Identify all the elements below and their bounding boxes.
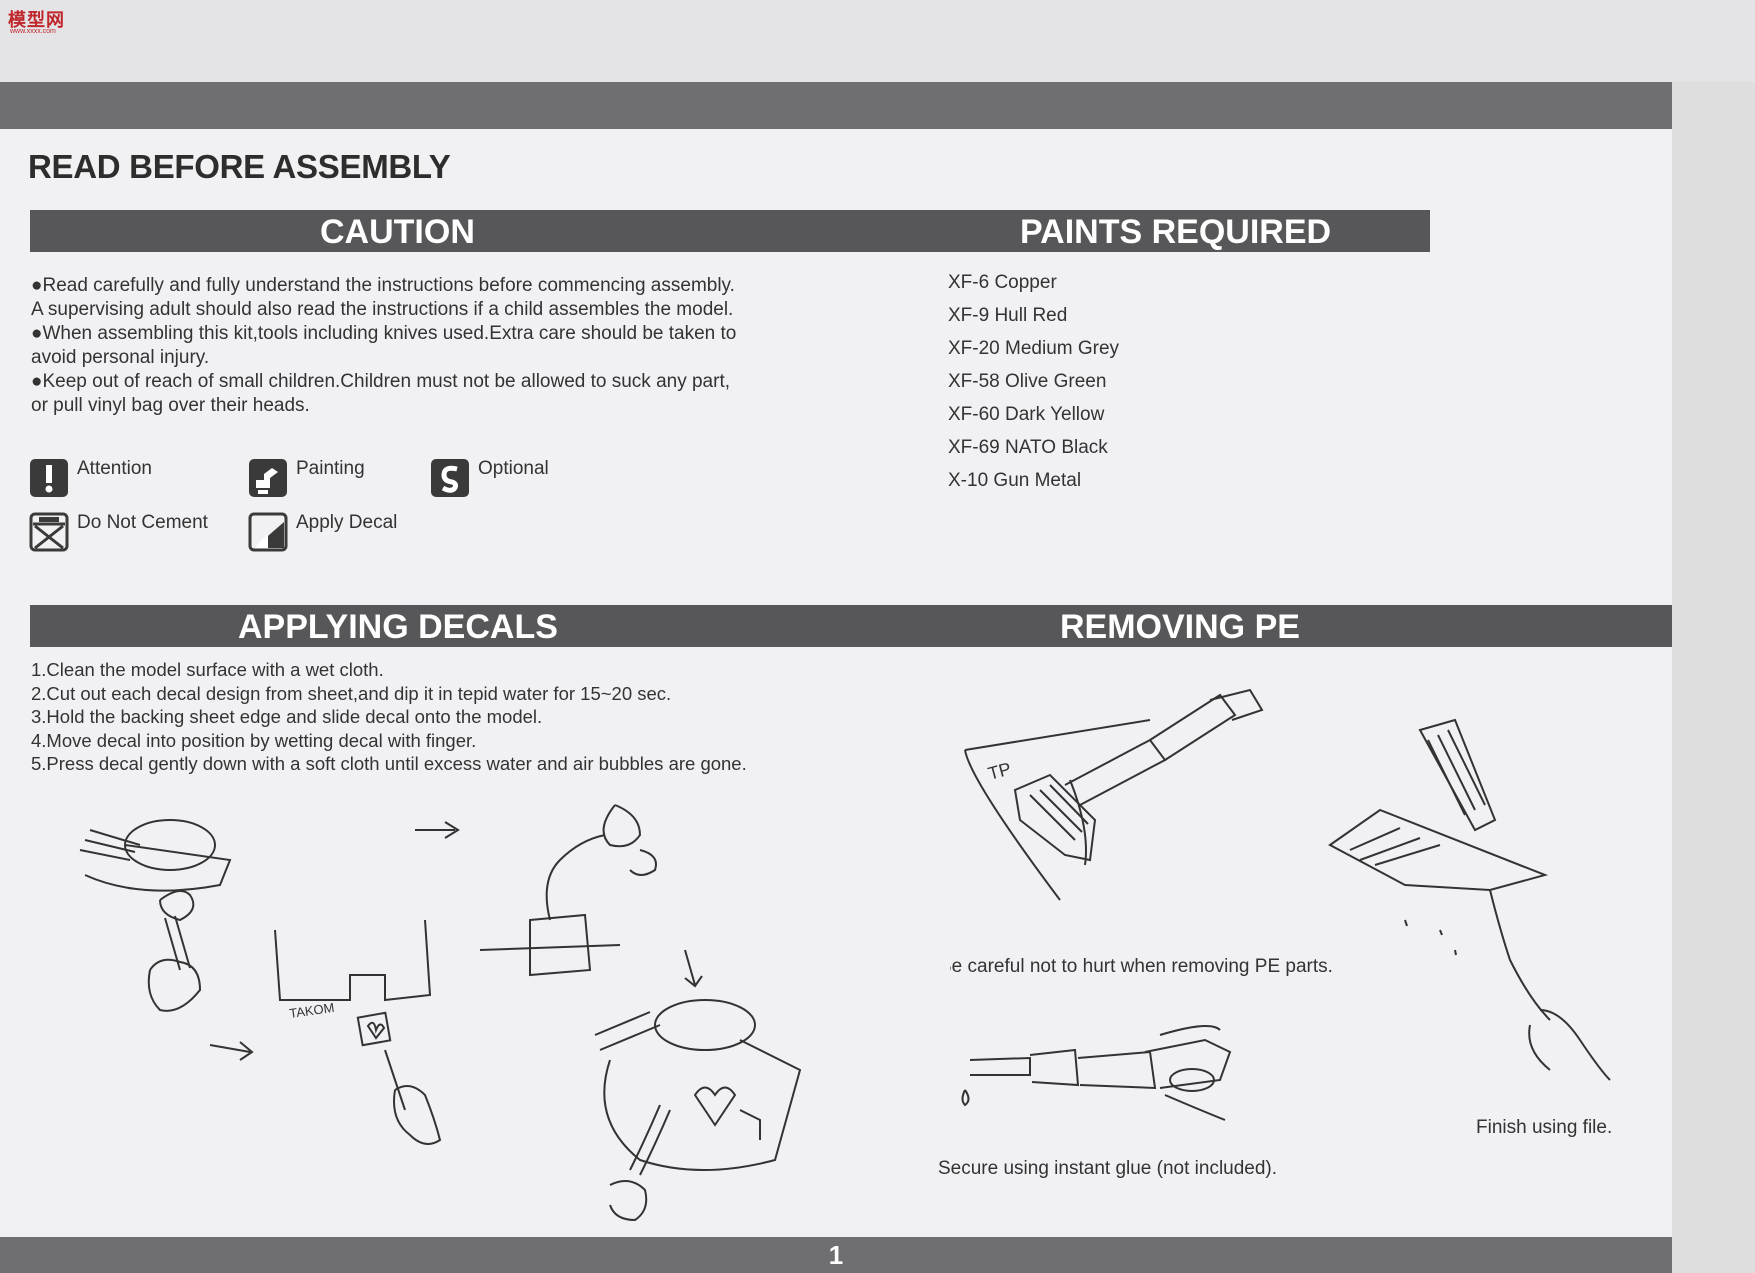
caution-line: A supervising adult should also read the… xyxy=(31,299,734,320)
decal-sheet-drawing: TAKOM xyxy=(274,919,442,1145)
caution-line: avoid personal injury. xyxy=(31,347,210,368)
caution-paints-bar: CAUTION PAINTS REQUIRED xyxy=(30,210,1430,252)
pe-heading: REMOVING PE xyxy=(1060,608,1300,646)
decals-heading: APPLYING DECALS xyxy=(238,608,558,646)
apply-decal-icon xyxy=(248,512,288,552)
legend-label: Apply Decal xyxy=(296,512,398,533)
pe-caption-file: Finish using file. xyxy=(1476,1117,1613,1138)
pe-caption-careful: Be careful not to hurt when removing PE … xyxy=(950,956,1333,977)
optional-icon xyxy=(431,459,469,497)
paints-list: XF-6 Copper XF-9 Hull Red XF-20 Medium G… xyxy=(948,272,1119,503)
caution-line: or pull vinyl bag over their heads. xyxy=(31,395,310,416)
legend-painting: Painting xyxy=(248,458,365,498)
decal-step: 1.Clean the model surface with a wet clo… xyxy=(31,659,384,680)
paint-item: XF-60 Dark Yellow xyxy=(948,404,1105,425)
paints-heading: PAINTS REQUIRED xyxy=(1020,213,1332,251)
legend-label: Optional xyxy=(478,458,549,479)
attention-icon xyxy=(30,459,68,497)
decal-dip-drawing xyxy=(479,804,657,977)
takom-label: TAKOM xyxy=(288,1000,335,1021)
paint-item: XF-58 Olive Green xyxy=(948,371,1107,392)
page-number: 1 xyxy=(828,1240,844,1270)
instruction-page: 1 xyxy=(0,82,1672,1273)
arrow-2 xyxy=(209,1041,254,1061)
pe-cutting-drawing: TP xyxy=(964,688,1264,901)
paint-item: XF-69 NATO Black xyxy=(948,437,1108,458)
decal-step: 5.Press decal gently down with a soft cl… xyxy=(31,753,747,774)
paint-item: XF-6 Copper xyxy=(948,272,1057,293)
decal-step: 4.Move decal into position by wetting de… xyxy=(31,729,477,751)
caution-text: ●Read carefully and fully understand the… xyxy=(31,274,891,418)
pe-illustration: TP Be careful not to hurt when removing … xyxy=(950,688,1611,1121)
paint-item: X-10 Gun Metal xyxy=(948,470,1082,491)
watermark-logo: 模型网 xyxy=(8,10,65,30)
paint-brush-icon xyxy=(249,459,287,497)
page-title: READ BEFORE ASSEMBLY xyxy=(28,148,451,185)
top-band xyxy=(0,82,1672,129)
pe-caption-glue: Secure using instant glue (not included)… xyxy=(938,1158,1278,1179)
legend-optional: Optional xyxy=(430,458,549,498)
pe-file-drawing xyxy=(1328,718,1611,1081)
decals-pe-bar: APPLYING DECALS REMOVING PE xyxy=(30,605,1672,647)
arrow-3 xyxy=(684,949,703,988)
legend-do-not-cement: Do Not Cement xyxy=(29,512,208,552)
caution-heading: CAUTION xyxy=(320,213,475,251)
decal-illustration: TAKOM xyxy=(79,804,802,1222)
decal-step: 3.Hold the backing sheet edge and slide … xyxy=(31,706,543,727)
legend-label: Do Not Cement xyxy=(77,512,208,533)
caution-line: ●Keep out of reach of small children.Chi… xyxy=(31,371,731,392)
turret-cleaning-drawing xyxy=(79,819,232,1012)
caution-line: ●Read carefully and fully understand the… xyxy=(31,275,735,296)
paint-item: XF-9 Hull Red xyxy=(948,305,1068,326)
decal-step: 2.Cut out each decal design from sheet,a… xyxy=(31,682,672,704)
tp-label: TP xyxy=(986,759,1013,784)
paint-item: XF-20 Medium Grey xyxy=(948,338,1120,359)
page-edge xyxy=(1672,82,1755,1273)
legend-label: Attention xyxy=(77,458,152,479)
pe-glue-drawing xyxy=(961,1025,1232,1121)
bottom-band xyxy=(0,1237,1672,1273)
do-not-cement-icon xyxy=(29,512,69,552)
legend-label: Painting xyxy=(296,458,365,479)
caution-line: ●When assembling this kit,tools includin… xyxy=(31,323,737,344)
arrow-1 xyxy=(415,821,460,839)
watermark-url: www.xxxx.com xyxy=(10,28,56,35)
legend-apply-decal: Apply Decal xyxy=(248,512,397,552)
decal-steps: 1.Clean the model surface with a wet clo… xyxy=(31,658,747,776)
legend-attention: Attention xyxy=(29,458,152,498)
turret-decal-drawing xyxy=(594,999,802,1222)
